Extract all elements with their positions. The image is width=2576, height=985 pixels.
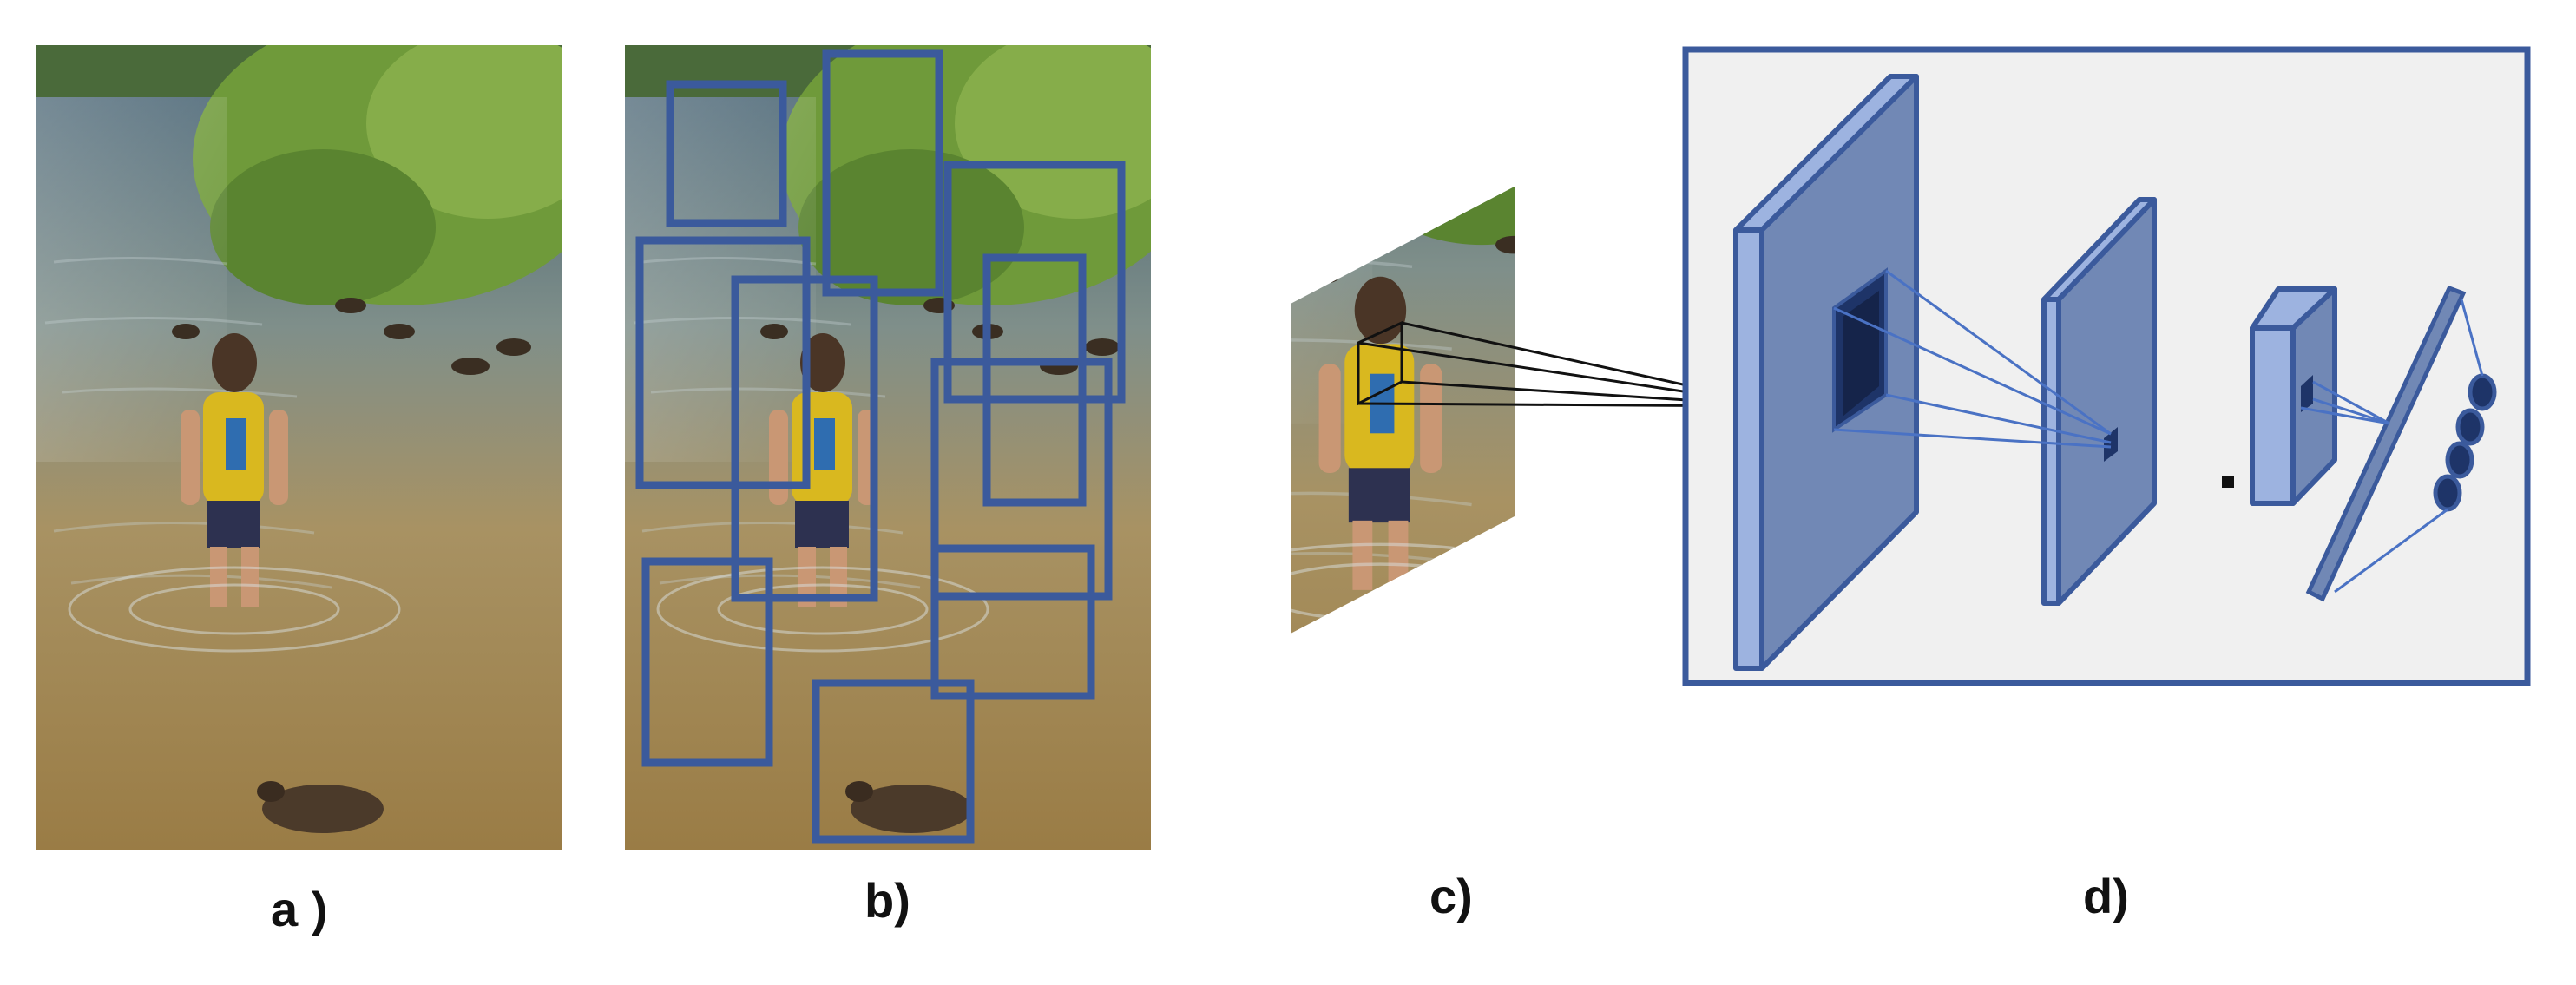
output-node	[2468, 373, 2497, 411]
region-box	[641, 557, 773, 767]
region-box	[822, 49, 943, 297]
output-node	[2445, 441, 2474, 479]
cnn-panel	[1682, 46, 2531, 686]
output-node	[2433, 474, 2462, 512]
conv-layer-3	[2250, 286, 2337, 506]
conv-kernel-1	[1832, 267, 1888, 433]
ellipsis-dot	[2222, 476, 2234, 488]
region-box	[930, 544, 1095, 700]
output-nodes	[2433, 373, 2497, 512]
region-box	[731, 275, 878, 602]
conv-kernel-2	[2104, 427, 2118, 462]
region-proposal-boxes	[635, 49, 1126, 844]
conv-kernel-3	[2301, 375, 2313, 412]
region-box	[635, 236, 811, 489]
conv-layer-2	[2041, 197, 2157, 606]
photo-with-region-boxes	[625, 45, 1151, 850]
region-box	[943, 161, 1126, 404]
panel-label-d: d)	[2083, 869, 2129, 923]
panel-label-a: a )	[271, 882, 328, 936]
region-box	[812, 679, 975, 844]
region-box	[930, 358, 1113, 601]
output-node	[2455, 408, 2485, 446]
panel-label-b: b)	[864, 873, 910, 928]
panel-label-c: c)	[1429, 869, 1473, 923]
photo-original	[36, 45, 562, 850]
fc-layer	[2305, 285, 2467, 602]
region-box	[982, 253, 1087, 507]
connection-lines	[1833, 269, 2484, 594]
region-box	[666, 80, 787, 227]
